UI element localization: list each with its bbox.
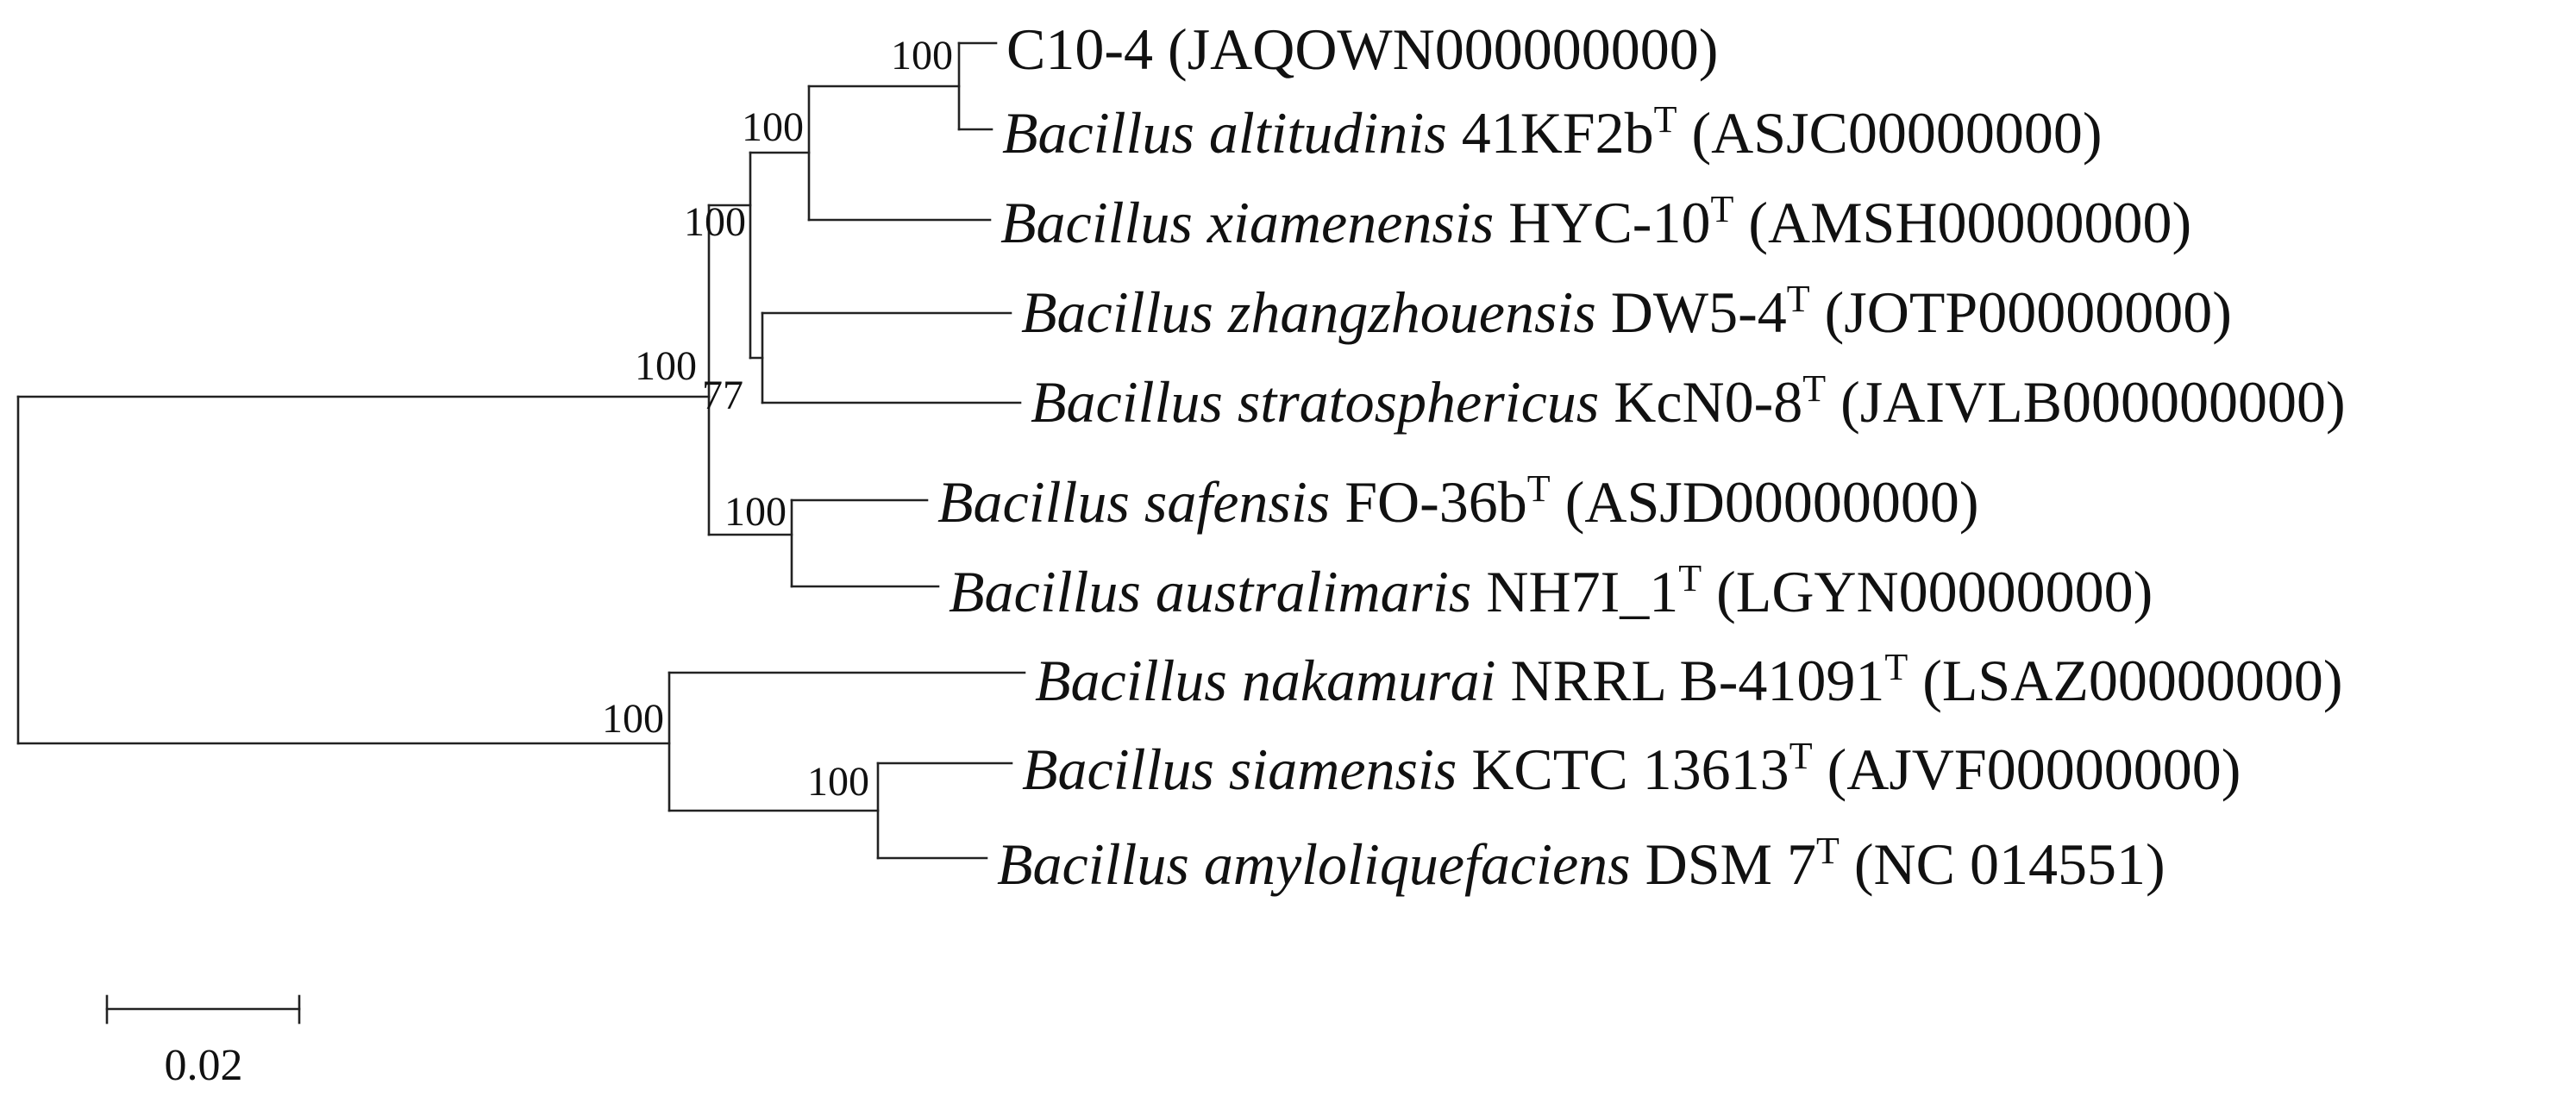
taxon-strain: 41KF2b xyxy=(1462,100,1654,166)
bootstrap-value-pumilus-core: 100 xyxy=(684,199,746,245)
taxon-strain: C10-4 (JAQOWN000000000) xyxy=(1006,16,1718,82)
bootstrap-value-c10-xia: 100 xyxy=(742,104,804,150)
taxon-species-name: Bacillus nakamurai xyxy=(1035,648,1511,713)
scale-bar: 0.02 xyxy=(105,994,301,1090)
type-strain-superscript: T xyxy=(1787,278,1810,320)
taxon-species-name: Bacillus zhangzhouensis xyxy=(1021,279,1611,345)
bootstrap-value-saf-aus: 100 xyxy=(724,489,787,535)
type-strain-superscript: T xyxy=(1527,467,1551,510)
taxon-species-name: Bacillus xiamenensis xyxy=(1000,190,1508,255)
taxon-strain: KcN0-8 xyxy=(1614,369,1802,435)
taxon-accession: (ASJD00000000) xyxy=(1551,469,1979,535)
bootstrap-value-c10-alt: 100 xyxy=(891,33,953,78)
taxon-label-amy: Bacillus amyloliquefaciens DSM 7T (NC 01… xyxy=(997,830,2165,897)
taxon-accession: (LSAZ00000000) xyxy=(1908,648,2342,713)
type-strain-superscript: T xyxy=(1802,367,1826,410)
taxon-label-nak: Bacillus nakamurai NRRL B-41091T (LSAZ00… xyxy=(1035,646,2343,713)
taxon-label-saf: Bacillus safensis FO-36bT (ASJD00000000) xyxy=(937,467,1978,535)
bootstrap-value-amy-group: 100 xyxy=(602,696,664,742)
taxon-strain: NRRL B-41091 xyxy=(1511,648,1885,713)
bootstrap-value-sia-amy: 100 xyxy=(807,759,869,805)
type-strain-superscript: T xyxy=(1789,735,1813,777)
taxon-strain: NH7I_1 xyxy=(1486,559,1678,624)
taxon-species-name: Bacillus safensis xyxy=(937,469,1344,535)
tree-branches xyxy=(16,41,1026,860)
type-strain-superscript: T xyxy=(1678,557,1702,599)
taxon-label-c10: C10-4 (JAQOWN000000000) xyxy=(1006,16,1718,82)
taxon-accession: (LGYN00000000) xyxy=(1702,559,2153,624)
taxon-accession: (NC 014551) xyxy=(1840,831,2165,897)
taxon-species-name: Bacillus australimaris xyxy=(949,559,1486,624)
taxon-species-name: Bacillus altitudinis xyxy=(1002,100,1462,166)
taxon-accession: (AMSH00000000) xyxy=(1733,190,2191,255)
taxon-strain: DSM 7 xyxy=(1645,831,1816,897)
taxon-label-zha: Bacillus zhangzhouensis DW5-4T (JOTP0000… xyxy=(1021,278,2232,345)
taxon-accession: (JAIVLB000000000) xyxy=(1826,369,2346,435)
taxon-species-name: Bacillus siamensis xyxy=(1022,736,1471,802)
taxon-strain: DW5-4 xyxy=(1611,279,1787,345)
taxon-label-str: Bacillus stratosphericus KcN0-8T (JAIVLB… xyxy=(1031,367,2346,435)
taxon-species-name: Bacillus stratosphericus xyxy=(1031,369,1614,435)
taxon-label-alt: Bacillus altitudinis 41KF2bT (ASJC000000… xyxy=(1002,98,2103,166)
taxon-strain: KCTC 13613 xyxy=(1471,736,1789,802)
taxon-strain: HYC-10 xyxy=(1508,190,1710,255)
scale-bar-label: 0.02 xyxy=(165,1041,243,1090)
taxon-label-xia: Bacillus xiamenensis HYC-10T (AMSH000000… xyxy=(1000,188,2191,255)
taxon-label-sia: Bacillus siamensis KCTC 13613T (AJVF0000… xyxy=(1022,735,2241,802)
taxon-species-name: Bacillus amyloliquefaciens xyxy=(997,831,1645,897)
type-strain-superscript: T xyxy=(1816,830,1840,872)
taxon-strain: FO-36b xyxy=(1344,469,1527,535)
taxon-labels: C10-4 (JAQOWN000000000) Bacillus altitudi… xyxy=(937,16,2346,897)
taxon-accession: (JOTP00000000) xyxy=(1810,279,2232,345)
taxon-accession: (ASJC00000000) xyxy=(1677,100,2103,166)
taxon-accession: (AJVF00000000) xyxy=(1813,736,2241,802)
taxon-label-aus: Bacillus australimaris NH7I_1T (LGYN0000… xyxy=(949,557,2153,624)
bootstrap-value-pumilus-group: 100 xyxy=(635,343,697,389)
bootstrap-value-zha-str: 77 xyxy=(702,373,743,418)
type-strain-superscript: T xyxy=(1654,98,1677,141)
type-strain-superscript: T xyxy=(1710,188,1733,230)
type-strain-superscript: T xyxy=(1884,646,1908,688)
